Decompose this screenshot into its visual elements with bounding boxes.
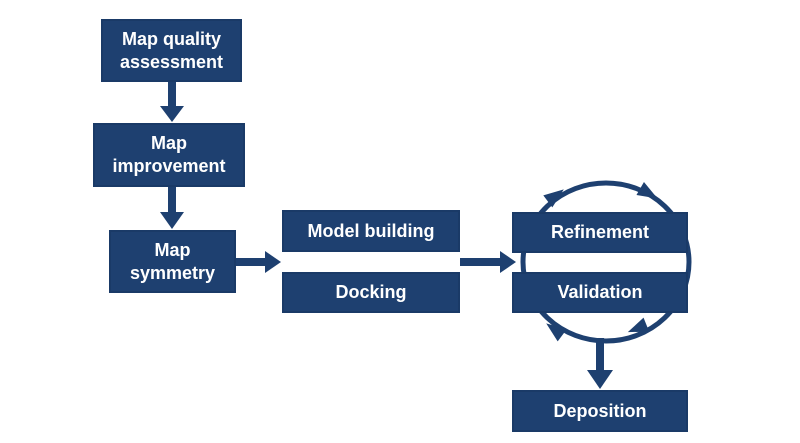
node-label: Refinement — [550, 222, 649, 242]
cycle-arrowhead-bottom-right-icon — [627, 317, 650, 333]
cycle-arrowhead-top-left-icon — [543, 189, 564, 208]
arrow-symmetry-to-modeling — [236, 251, 281, 273]
node-label-line: symmetry — [129, 262, 216, 283]
arrow-shaft — [236, 258, 266, 266]
cycle-arrowhead-bottom-left-icon — [546, 323, 567, 342]
arrow-head-icon — [160, 212, 184, 229]
node-validation: Validation — [512, 272, 688, 313]
node-label-line: Map — [154, 239, 191, 260]
node-map-quality-assessment: Map quality assessment — [101, 19, 242, 82]
node-model-building: Model building — [282, 210, 460, 252]
arrow-shaft — [596, 338, 604, 371]
arrow-cycle-to-deposition — [587, 338, 613, 389]
node-map-symmetry: Map symmetry — [109, 230, 236, 293]
node-label: Model building — [307, 220, 435, 241]
node-label-line: improvement — [112, 156, 226, 176]
arrow-shaft — [168, 186, 176, 213]
arrow-quality-to-improvement — [160, 80, 184, 122]
cycle-arrowhead-top-right-icon — [636, 182, 658, 199]
node-label-line: assessment — [119, 51, 224, 72]
arrow-shaft — [460, 258, 501, 266]
node-label: Docking — [335, 282, 407, 302]
cycle-circle — [520, 180, 692, 344]
arrow-head-icon — [265, 251, 281, 273]
node-deposition: Deposition — [512, 390, 688, 432]
arrow-head-icon — [160, 106, 184, 122]
node-docking: Docking — [282, 272, 460, 313]
node-label-line: Map quality — [121, 28, 221, 49]
node-map-improvement: Map improvement — [93, 123, 245, 187]
node-label: Deposition — [553, 400, 647, 421]
arrow-improvement-to-symmetry — [160, 186, 184, 229]
node-label-line: Map — [151, 133, 187, 153]
arrow-head-icon — [500, 251, 516, 273]
arrow-head-icon — [587, 370, 613, 389]
arrow-modeling-to-refinement — [460, 251, 516, 273]
arrow-shaft — [168, 80, 176, 107]
node-refinement: Refinement — [512, 212, 688, 253]
node-label: Validation — [557, 282, 643, 302]
